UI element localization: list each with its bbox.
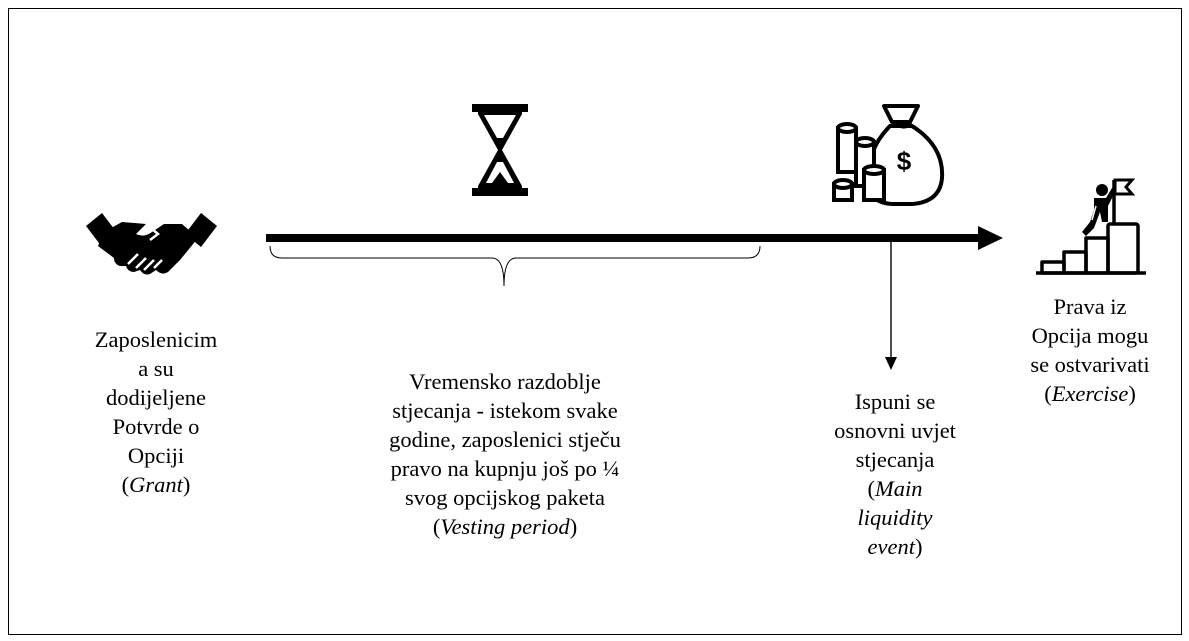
grant-line: a su — [138, 356, 174, 381]
exercise-line: Opcija mogu — [1031, 323, 1149, 348]
grant-term: Grant — [129, 472, 183, 497]
grant-line: Potvrde o — [112, 414, 200, 439]
liquidity-term: liquidity — [857, 505, 933, 530]
vesting-term: Vesting period — [440, 514, 570, 539]
exercise-term: Exercise — [1051, 381, 1129, 406]
liquidity-drop-arrow — [885, 240, 897, 370]
grant-open-paren: ( — [121, 472, 130, 497]
grant-text: Zaposlenicim a su dodijeljene Potvrde o … — [46, 325, 266, 499]
exercise-line: Prava iz — [1053, 294, 1127, 319]
vesting-line: Vremensko razdoblje — [409, 369, 601, 394]
liquidity-open-paren: ( — [867, 476, 876, 501]
vesting-open-paren: ( — [432, 514, 441, 539]
liquidity-line: Ispuni se — [854, 389, 936, 414]
liquidity-term: Main — [875, 476, 923, 501]
vesting-close-paren: ) — [569, 514, 578, 539]
liquidity-text: Ispuni se osnovni uvjet stjecanja (Main … — [800, 387, 990, 561]
timeline-arrow — [266, 226, 1003, 250]
diagram-frame — [8, 8, 1182, 635]
vesting-brace — [269, 245, 761, 287]
vesting-line: stjecanja - istekom svake — [392, 398, 618, 423]
money-bag-coins-icon: $ — [832, 104, 945, 206]
vesting-line: svog opcijskog paketa — [405, 485, 605, 510]
liquidity-term-line: (Main — [800, 474, 990, 503]
vesting-line: pravo na kupnju još po ¼ — [390, 456, 620, 481]
vesting-line: godine, zaposlenici stječu — [389, 427, 621, 452]
exercise-open-paren: ( — [1044, 381, 1052, 406]
grant-close-paren: ) — [182, 472, 191, 497]
grant-term-line: (Grant) — [46, 470, 266, 499]
exercise-line: se ostvarivati — [1030, 352, 1150, 377]
liquidity-term: event — [867, 534, 915, 559]
liquidity-close-paren: ) — [914, 534, 923, 559]
exercise-close-paren: ) — [1128, 381, 1136, 406]
handshake-icon — [86, 213, 217, 275]
grant-line: Zaposlenicim — [94, 327, 218, 352]
vesting-text: Vremensko razdoblje stjecanja - istekom … — [360, 367, 650, 541]
liquidity-line: osnovni uvjet — [834, 418, 956, 443]
liquidity-line: stjecanja — [855, 447, 935, 472]
grant-line: dodijeljene — [106, 385, 206, 410]
svg-text:$: $ — [897, 146, 912, 176]
grant-line: Opciji — [127, 443, 185, 468]
liquidity-term-line: event) — [800, 532, 990, 561]
vesting-term-line: (Vesting period) — [360, 512, 650, 541]
exercise-term-line: (Exercise) — [992, 379, 1188, 408]
hourglass-icon — [472, 104, 528, 196]
climber-flag-stairs-icon — [1036, 178, 1146, 275]
exercise-text: Prava iz Opcija mogu se ostvarivati (Exe… — [992, 292, 1188, 408]
